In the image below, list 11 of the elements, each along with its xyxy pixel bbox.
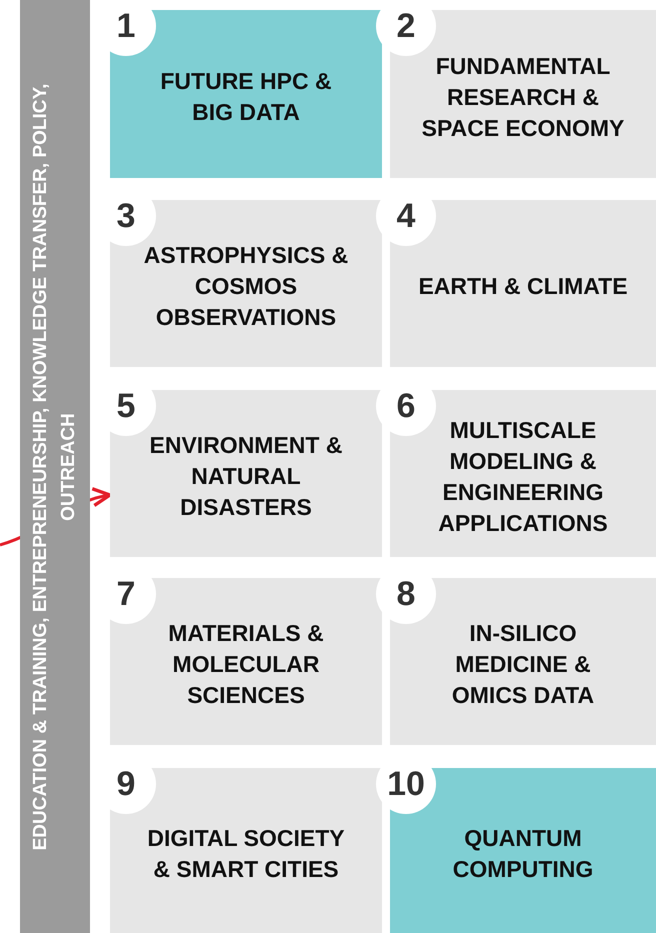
topic-title: QUANTUM COMPUTING [452,824,594,884]
topic-title: FUNDAMENTAL RESEARCH & SPACE ECONOMY [420,52,626,142]
arrow [0,488,112,546]
topic-title: DIGITAL SOCIETY & SMART CITIES [146,824,346,884]
topic-title: IN-SILICO MEDICINE & OMICS DATA [450,619,596,710]
band-text: EDUCATION & TRAINING, ENTREPRENEURSHIP, KNOWLEDGE TRANSFER, POLICY, OUTREACH [29,82,80,852]
topic-title: MULTISCALE MODELING & ENGINEERING APPLICATIONS [437,416,609,538]
side-band [20,0,90,933]
topic-title: MATERIALS & MOLECULAR SCIENCES [167,619,325,710]
topic-title: FUTURE HPC & BIG DATA [159,67,333,127]
topic-title: EARTH & CLIMATE [418,272,628,301]
